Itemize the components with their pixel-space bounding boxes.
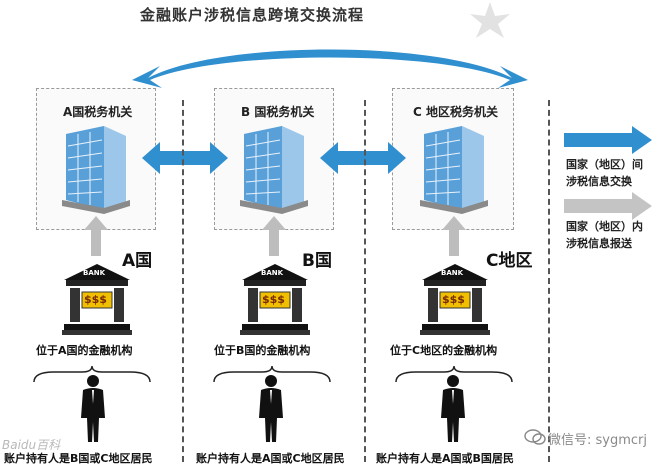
country-label-c: C地区 (486, 251, 533, 271)
curved-exchange-arrow (132, 49, 528, 88)
exchange-arrow-a-b (142, 142, 228, 174)
wechat-watermark: 微信号: sygmcrj (548, 433, 647, 448)
legend-exchange-label: 国家（地区）间 涉税信息交换 (566, 158, 643, 188)
country-label-b: B国 (302, 251, 332, 271)
bank-sign: BANK (261, 269, 284, 277)
holder-label-a: 账户持有人是B国或C地区居民 (4, 452, 153, 465)
report-arrow-c (442, 216, 466, 256)
corner-watermark: Baidu百科 (2, 438, 61, 452)
authority-label-c: C 地区税务机关 (413, 105, 498, 119)
bank-icon: BANK $$$ (240, 262, 310, 336)
brace-icon (395, 365, 513, 383)
bank-money: $$$ (442, 293, 465, 306)
bank-money: $$$ (262, 293, 285, 306)
person-icon (259, 375, 283, 442)
legend-exchange-arrow (564, 126, 652, 154)
bank-icon: BANK $$$ (62, 262, 132, 336)
bank-money: $$$ (84, 293, 107, 306)
holder-label-c: 账户持有人是A国或B国居民 (376, 452, 514, 465)
authority-label-b: B 国税务机关 (241, 105, 315, 119)
person-icon (441, 375, 465, 442)
building-icon (62, 126, 130, 214)
building-icon (420, 126, 488, 214)
diagram-title: 金融账户涉税信息跨境交换流程 (140, 6, 365, 24)
region-separator (364, 100, 366, 462)
brace-icon (213, 365, 331, 383)
legend-report-arrow (564, 192, 652, 220)
authority-label-a: A国税务机关 (63, 105, 133, 119)
person-icon (81, 375, 105, 442)
star-decoration-icon (470, 2, 510, 38)
wechat-icon (524, 429, 546, 445)
building-icon (240, 126, 308, 214)
region-separator (182, 100, 184, 462)
bank-sign: BANK (83, 269, 106, 277)
report-arrow-a (84, 216, 108, 256)
report-arrow-b (262, 216, 286, 256)
legend-report-label: 国家（地区）内 涉税信息报送 (566, 220, 643, 250)
bank-icon: BANK $$$ (420, 262, 490, 336)
bank-sign: BANK (441, 269, 464, 277)
institution-label-c: 位于C地区的金融机构 (390, 344, 498, 357)
institution-label-b: 位于B国的金融机构 (214, 344, 311, 357)
holder-label-b: 账户持有人是A国或C地区居民 (196, 452, 345, 465)
country-label-a: A国 (122, 251, 153, 271)
region-separator (548, 100, 550, 462)
brace-icon (33, 365, 151, 383)
exchange-arrow-b-c (320, 142, 406, 174)
institution-label-a: 位于A国的金融机构 (36, 344, 133, 357)
